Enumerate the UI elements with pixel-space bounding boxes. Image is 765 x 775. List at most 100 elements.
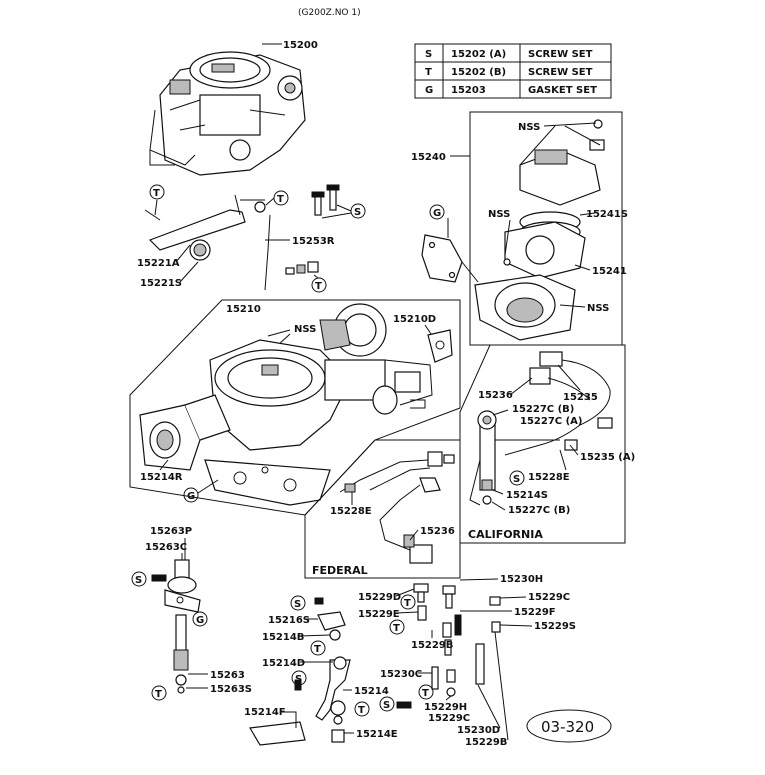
screw-symbol: T — [314, 644, 321, 655]
callout-nss-bottom: NSS — [587, 303, 609, 314]
screw-symbol-circle — [149, 184, 165, 200]
callout-15210d: 15210D — [393, 314, 436, 325]
federal-title: FEDERAL — [312, 564, 368, 577]
callout-15230d: 15230D — [457, 725, 500, 736]
screw-symbol: S — [294, 599, 301, 610]
screw-symbol-circle — [291, 670, 307, 686]
page-code-oval — [526, 709, 612, 743]
gasket-symbol: G — [196, 615, 204, 626]
gasket-symbol-circle — [192, 611, 208, 627]
callout-15230c: 15230C — [380, 669, 422, 680]
screw-symbol-circle — [354, 701, 370, 717]
callout-15221a: 15221A — [137, 258, 180, 269]
throttle-body-illustration — [139, 303, 453, 506]
legend-desc: SCREW SET — [528, 67, 593, 78]
callout-15227c-b-bottom: 15227C (B) — [508, 505, 570, 516]
california-box — [459, 344, 626, 544]
callout-15214s: 15214S — [506, 490, 548, 501]
callout-15229d: 15229D — [358, 592, 401, 603]
callout-15263: 15263 — [210, 670, 245, 681]
screw-symbol: T — [358, 705, 365, 716]
federal-box — [304, 439, 461, 579]
page-code: 03-320 — [541, 718, 594, 736]
legend-table: S 15202 (A) SCREW SET T 15202 (B) SCREW … — [414, 43, 612, 99]
screw-symbol-circle — [131, 571, 147, 587]
callout-15228e-ca: 15228E — [528, 472, 570, 483]
legend-desc: GASKET SET — [528, 85, 597, 96]
screw-symbol-circle — [290, 595, 306, 611]
callout-15216s: 15216S — [268, 615, 310, 626]
screw-cluster-illustration — [396, 583, 501, 709]
callout-15235: 15235 — [563, 392, 598, 403]
callout-15229e: 15229E — [358, 609, 400, 620]
screw-symbol: T — [404, 598, 411, 609]
screw-symbol-circle — [418, 684, 434, 700]
screw-symbol-circle — [310, 640, 326, 656]
callout-15227c-b-top: 15227C (B) — [512, 404, 574, 415]
callout-15263s: 15263S — [210, 684, 252, 695]
callout-15230h: 15230H — [500, 574, 543, 585]
screw-symbol: S — [383, 700, 390, 711]
callout-15214e: 15214E — [356, 729, 398, 740]
callout-nss-top: NSS — [518, 122, 540, 133]
federal-harness-illustration — [339, 451, 455, 564]
callout-15214d: 15214D — [262, 658, 305, 669]
pump-rod-illustration — [151, 559, 201, 694]
screw-symbol-circle — [379, 696, 395, 712]
callout-15235-a: 15235 (A) — [580, 452, 635, 463]
legend-code: T — [425, 67, 432, 78]
callout-15241s: 15241S — [586, 209, 628, 220]
callout-15214f: 15214F — [244, 707, 286, 718]
callout-15229b-top: 15229B — [411, 640, 453, 651]
callout-15241: 15241 — [592, 266, 627, 277]
screw-symbol: S — [135, 575, 142, 586]
screw-symbol: T — [277, 194, 284, 205]
callout-15236-fed: 15236 — [420, 526, 455, 537]
throttle-linkage-illustration — [144, 184, 340, 291]
callout-15227c-a: 15227C (A) — [520, 416, 583, 427]
callout-15229c-bottom: 15229C — [428, 713, 470, 724]
screw-symbol-circle — [509, 470, 525, 486]
callout-15263p: 15263P — [150, 526, 192, 537]
callout-15229h: 15229H — [424, 702, 467, 713]
callout-15229c-top: 15229C — [528, 592, 570, 603]
gasket-symbol-circle — [429, 204, 445, 220]
callout-15221s: 15221S — [140, 278, 182, 289]
diagram-reference: (G200Z.NO 1) — [298, 8, 361, 18]
callout-nss-mid: NSS — [488, 209, 510, 220]
california-title: CALIFORNIA — [468, 528, 543, 541]
callout-15229s: 15229S — [534, 621, 576, 632]
callout-15214b: 15214B — [262, 632, 304, 643]
gasket-illustration — [421, 218, 479, 283]
callout-15253r: 15253R — [292, 236, 335, 247]
callout-15210: 15210 — [226, 304, 261, 315]
carburetor-assembly-illustration — [149, 51, 306, 176]
screw-symbol-circle — [311, 277, 327, 293]
callout-15200: 15200 — [283, 40, 318, 51]
callout-15214: 15214 — [354, 686, 389, 697]
gasket-symbol: G — [433, 208, 441, 219]
screw-symbol-circle — [400, 594, 416, 610]
callout-15229b-bottom: 15229B — [465, 737, 507, 748]
screw-symbol: T — [153, 188, 160, 199]
screw-symbol: T — [155, 689, 162, 700]
legend-desc: SCREW SET — [528, 49, 593, 60]
callout-15263c-top: 15263C — [145, 542, 187, 553]
legend-part: 15203 — [451, 85, 486, 96]
screw-symbol-circle — [389, 619, 405, 635]
screw-symbol: T — [315, 281, 322, 292]
screw-symbol: S — [295, 674, 302, 685]
legend-code: G — [425, 85, 433, 96]
diaphragm-cover-illustration — [474, 119, 605, 341]
legend-code: S — [425, 49, 432, 60]
callout-15240: 15240 — [411, 152, 446, 163]
screw-symbol-circle — [151, 685, 167, 701]
gasket-symbol: G — [187, 491, 195, 502]
gasket-symbol-circle — [183, 487, 199, 503]
callout-15228e-fed: 15228E — [330, 506, 372, 517]
california-harness-illustration — [469, 351, 613, 506]
callout-15236-ca: 15236 — [478, 390, 513, 401]
screw-symbol: S — [513, 474, 520, 485]
callout-nss-15210: NSS — [294, 324, 316, 335]
